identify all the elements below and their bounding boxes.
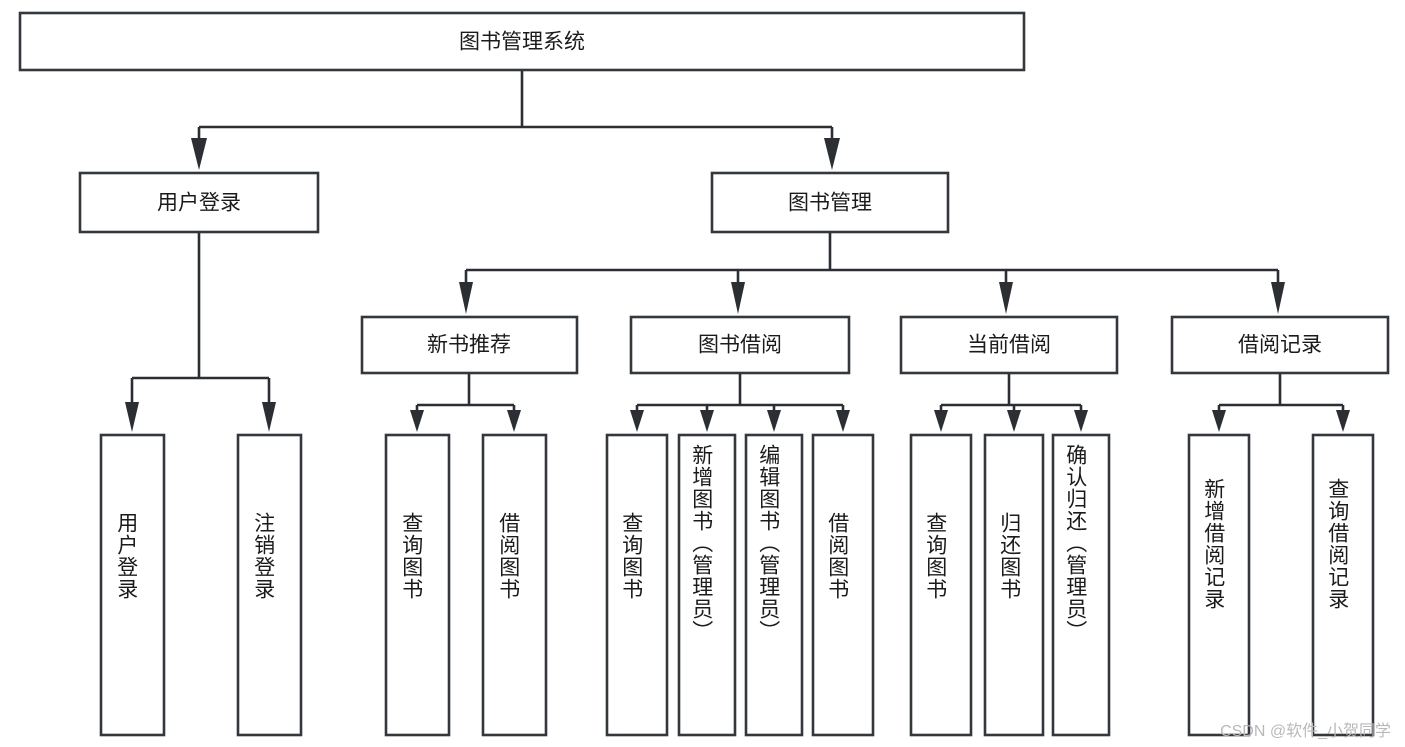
arrow-current-borrow-to-confirm-return: [1074, 410, 1088, 432]
node-book-borrow-box[interactable]: [629, 315, 851, 375]
node-leaf-query-book-3-box[interactable]: [909, 433, 973, 737]
node-book-manage-box[interactable]: [710, 171, 950, 234]
arrow-new-book-rec-to-query-book: [410, 410, 424, 432]
node-leaf-query-record-box[interactable]: [1311, 433, 1375, 737]
node-leaf-query-book-2-box[interactable]: [605, 433, 669, 737]
node-leaf-user-login-box[interactable]: [99, 433, 166, 737]
connector-group-new-book-rec: [410, 373, 521, 432]
node-borrow-record-label: 借阅记录: [1238, 334, 1322, 357]
node-user-login-label: 用户登录: [157, 192, 241, 215]
node-current-borrow-label: 当前借阅: [967, 334, 1051, 357]
arrow-book-borrow-to-edit-book: [767, 410, 781, 432]
arrow-borrow-record-to-add-record: [1212, 410, 1226, 432]
arrow-book-manage-to-new-book-rec: [459, 282, 473, 314]
arrow-current-borrow-to-return-book: [1007, 410, 1021, 432]
node-leaf-confirm-return-box[interactable]: [1051, 433, 1111, 737]
arrow-root-to-book-manage: [824, 138, 840, 170]
node-leaf-return-book-box[interactable]: [983, 433, 1045, 737]
node-new-book-rec-label: 新书推荐: [427, 334, 511, 357]
node-leaf-add-book-box[interactable]: [677, 433, 737, 737]
node-root-box[interactable]: [18, 11, 1026, 72]
arrow-book-borrow-to-add-book: [700, 410, 714, 432]
node-borrow-record-box[interactable]: [1170, 315, 1390, 375]
node-user-login-box[interactable]: [78, 171, 320, 234]
connector-group-root: [191, 70, 840, 170]
arrow-book-manage-to-borrow-record: [1271, 282, 1285, 314]
arrow-book-borrow-to-query-book: [630, 410, 644, 432]
node-leaf-add-record-box[interactable]: [1187, 433, 1251, 737]
node-leaf-user-logout-box[interactable]: [236, 433, 303, 737]
node-leaf-query-book-1-box[interactable]: [384, 433, 451, 737]
node-current-borrow-box[interactable]: [899, 315, 1119, 375]
node-leaf-borrow-book-2-box[interactable]: [811, 433, 875, 737]
node-book-borrow-label: 图书借阅: [698, 334, 782, 357]
node-new-book-rec-box[interactable]: [360, 315, 579, 375]
node-leaf-edit-book-box[interactable]: [744, 433, 804, 737]
connector-group-book-manage: [459, 232, 1285, 314]
arrow-book-manage-to-current-borrow: [999, 282, 1013, 314]
arrow-user-login-to-leaf-user-login: [125, 402, 139, 432]
arrow-current-borrow-to-query-book: [934, 410, 948, 432]
node-leaf-borrow-book-1-box[interactable]: [481, 433, 548, 737]
arrow-root-to-user-login: [191, 138, 207, 170]
connector-group-borrow-record: [1212, 373, 1350, 432]
arrow-new-book-rec-to-borrow-book: [507, 410, 521, 432]
arrow-borrow-record-to-query-record: [1336, 410, 1350, 432]
arrow-book-borrow-to-borrow-book: [836, 410, 850, 432]
arrow-user-login-to-leaf-user-logout: [262, 402, 276, 432]
node-book-manage-label: 图书管理: [788, 192, 872, 215]
watermark-label: CSDN @软件_小贺同学: [1220, 723, 1391, 740]
connector-group-user-login: [125, 232, 276, 432]
connector-group-current-borrow: [934, 373, 1088, 432]
connector-group-book-borrow: [630, 373, 850, 432]
arrow-book-manage-to-book-borrow: [731, 282, 745, 314]
node-root-label: 图书管理系统: [459, 31, 585, 54]
